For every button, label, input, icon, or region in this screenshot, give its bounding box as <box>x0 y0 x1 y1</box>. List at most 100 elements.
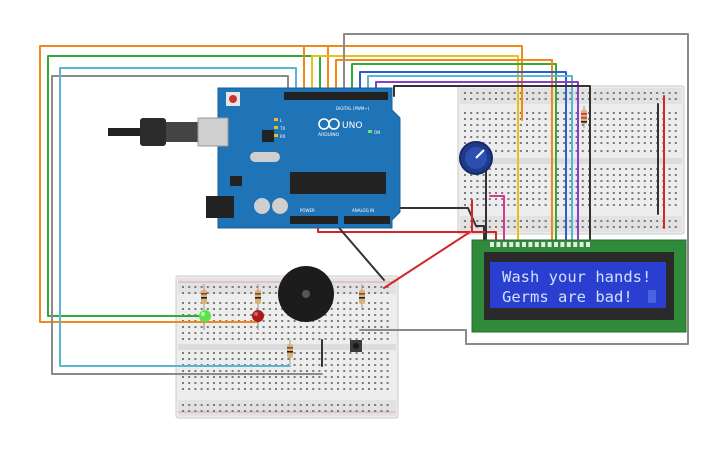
breadboard-hole <box>532 174 535 176</box>
breadboard-hole <box>237 376 240 378</box>
breadboard-hole <box>606 198 609 200</box>
wire-lightblue-button[interactable] <box>59 67 297 367</box>
breadboard-hole <box>306 382 308 384</box>
breadboard-hole <box>182 410 184 412</box>
breadboard-hole <box>488 112 491 114</box>
breadboard-hole <box>507 142 510 144</box>
breadboard-hole <box>668 92 671 94</box>
breadboard-hole <box>612 130 615 132</box>
breadboard-hole <box>262 358 265 360</box>
wire-green-lcd[interactable] <box>351 63 557 241</box>
wire-black-ground[interactable] <box>333 221 385 281</box>
breadboard-hole <box>482 112 485 114</box>
breadboard-hole <box>200 382 203 384</box>
breadboard-hole <box>501 220 504 222</box>
breadboard-hole <box>507 174 510 176</box>
lcd-display[interactable]: Wash your hands! Germs are bad! <box>471 239 687 333</box>
breadboard-hole <box>637 198 640 200</box>
breadboard-hole <box>237 286 240 288</box>
breadboard-hole <box>268 338 271 340</box>
breadboard-hole <box>557 220 559 222</box>
breadboard-hole <box>219 326 222 328</box>
wire-green-led[interactable] <box>47 55 321 317</box>
breadboard-hole <box>581 142 584 144</box>
breadboard-hole <box>526 186 528 188</box>
breadboard-hole <box>606 150 609 152</box>
breadboard-hole <box>544 136 547 138</box>
breadboard-hole <box>581 186 584 188</box>
breadboard-hole <box>476 204 479 206</box>
wire-blue-lcd[interactable] <box>359 71 567 241</box>
wire-black-analog[interactable] <box>395 207 485 241</box>
wire-dark-lcd[interactable] <box>393 85 591 241</box>
breadboard-hole <box>612 180 615 182</box>
breadboard-hole <box>575 112 578 114</box>
breadboard-hole <box>349 358 352 360</box>
breadboard-hole <box>268 314 271 316</box>
breadboard-hole <box>507 98 510 100</box>
breadboard-hole <box>244 370 246 372</box>
breadboard-hole <box>219 292 222 294</box>
wire-grey-buzzer[interactable] <box>51 75 323 375</box>
breadboard-hole <box>544 142 547 144</box>
breadboard-hole <box>594 136 597 138</box>
breadboard-hole <box>470 98 473 100</box>
lcd-pin <box>560 242 565 247</box>
breadboard-hole <box>343 286 346 288</box>
breadboard-hole <box>262 320 265 322</box>
breadboard-hole <box>380 332 383 334</box>
breadboard-hole <box>519 192 522 194</box>
breadboard-hole <box>225 302 228 304</box>
breadboard-hole <box>507 168 510 170</box>
breadboard-hole <box>374 358 377 360</box>
wire-pink[interactable] <box>489 195 505 241</box>
breadboard-hole <box>594 112 597 114</box>
breadboard-hole <box>244 308 246 310</box>
breadboard-hole <box>281 388 284 390</box>
wire-orange-lcd[interactable] <box>335 59 553 241</box>
wire-yellow-top[interactable] <box>311 55 519 241</box>
potentiometer[interactable] <box>459 141 493 175</box>
breadboard-hole <box>182 292 184 294</box>
wire-grey-top[interactable] <box>343 33 689 345</box>
breadboard-hole <box>318 370 321 372</box>
breadboard-hole <box>501 174 504 176</box>
breadboard-hole <box>330 358 333 360</box>
breadboard-hole <box>488 192 491 194</box>
breadboard-hole <box>526 180 528 182</box>
breadboard-hole <box>650 186 652 188</box>
wire-red-pot[interactable] <box>471 199 497 241</box>
breadboard-hole <box>538 174 541 176</box>
breadboard-hole <box>526 220 528 222</box>
breadboard-hole <box>557 226 559 228</box>
breadboard-hole <box>330 332 333 334</box>
breadboard-hole <box>643 204 646 206</box>
breadboard-hole <box>355 370 358 372</box>
breadboard-hole <box>569 174 572 176</box>
led-green[interactable] <box>199 310 211 330</box>
breadboard-hole <box>575 198 578 200</box>
buzzer[interactable] <box>278 266 334 322</box>
wire-orange-led[interactable] <box>39 45 329 323</box>
breadboard-hole <box>526 98 528 100</box>
breadboard-hole <box>374 292 377 294</box>
led-red[interactable] <box>252 310 264 330</box>
breadboard-hole <box>501 168 504 170</box>
breadboard-hole <box>386 410 389 412</box>
push-button[interactable] <box>350 340 362 352</box>
breadboard-hole <box>324 382 327 384</box>
breadboard-hole <box>476 118 479 120</box>
breadboard-hole <box>200 358 203 360</box>
breadboard-hole <box>219 302 222 304</box>
wire-lightblue-lcd[interactable] <box>367 75 573 241</box>
breadboard-hole <box>250 358 253 360</box>
breadboard-hole <box>544 130 547 132</box>
breadboard-hole <box>256 352 259 354</box>
breadboard-hole <box>380 320 383 322</box>
arduino-uno[interactable]: ARDUINO UNO DIGITAL (PWM~) POWER ANALOG … <box>108 87 401 229</box>
breadboard-hole <box>513 226 516 228</box>
breadboard-hole <box>668 118 671 120</box>
breadboard-hole <box>631 192 634 194</box>
breadboard-hole <box>643 92 646 94</box>
breadboard-hole <box>312 370 315 372</box>
